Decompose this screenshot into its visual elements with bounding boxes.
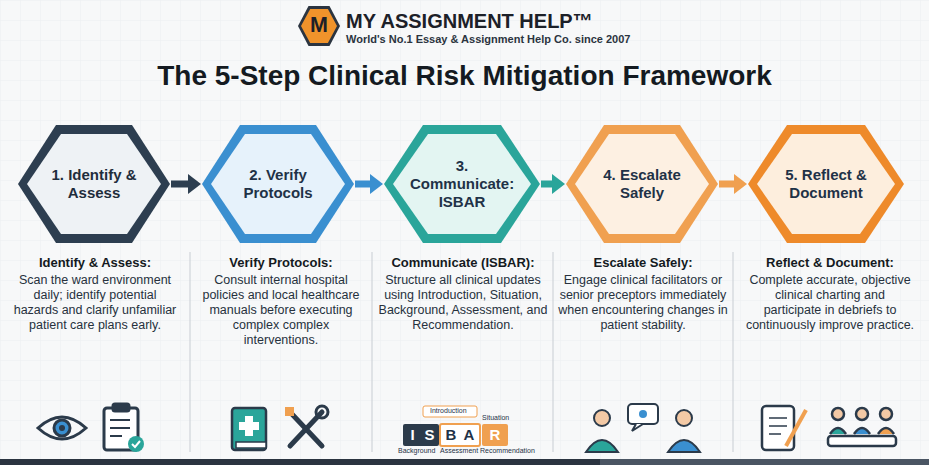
column-heading: Escalate Safely: [555,255,731,271]
isbar-letter: S [421,426,438,444]
isbar-letter: B [442,426,460,444]
column-heading: Identify & Assess: [7,255,183,271]
column-body: Structure all clinical updates using Int… [378,273,548,333]
isbar-letter: R [484,426,506,444]
node-text: 3. Communicate: ISBAR [410,157,514,211]
isbar-word: Situation [482,414,509,422]
flow-arrow [171,174,201,194]
column-heading: Verify Protocols: [193,255,369,271]
step-hexagon: 1. Identify & Assess [18,125,170,243]
step-hexagon: 3. Communicate: ISBAR [384,125,540,243]
isbar-word: Assessment [440,447,478,455]
isbar-word: Recommendation [480,447,535,455]
column-body: Scan the ward environment daily; identif… [10,273,180,333]
isbar-word: Introduction [430,407,467,415]
flow-arrow [719,174,747,194]
node-text: 4. Escalate Safely [592,166,692,202]
brand-name: MY ASSIGNMENT HELP™ [346,9,593,33]
column-heading: Communicate (ISBAR): [375,255,551,271]
step-hexagon: 5. Reflect & Document [748,125,904,243]
node-text: M [304,13,334,39]
logo-hexagon: M [298,6,340,46]
node-text: 5. Reflect & Document [774,166,878,202]
flow-arrow [355,174,383,194]
isbar-word: Background [398,447,435,455]
flow-arrow [541,174,565,194]
node-text: 2. Verify Protocols [228,166,328,202]
column-body: Engage clinical facilitators or senior p… [558,273,728,333]
isbar-letter: A [460,426,478,444]
column-heading: Reflect & Document: [742,255,918,271]
column-body: Consult internal hospital policies and l… [196,273,366,348]
step-hexagon: 4. Escalate Safely [566,125,718,243]
step-hexagon: 2. Verify Protocols [202,125,354,243]
column-body: Complete accurate, objective clinical ch… [745,273,915,333]
isbar-letter: I [404,426,421,444]
diagram-title: The 5-Step Clinical Risk Mitigation Fram… [0,60,929,92]
brand-tagline: World's No.1 Essay & Assignment Help Co.… [346,33,630,46]
node-text: 1. Identify & Assess [44,166,144,202]
